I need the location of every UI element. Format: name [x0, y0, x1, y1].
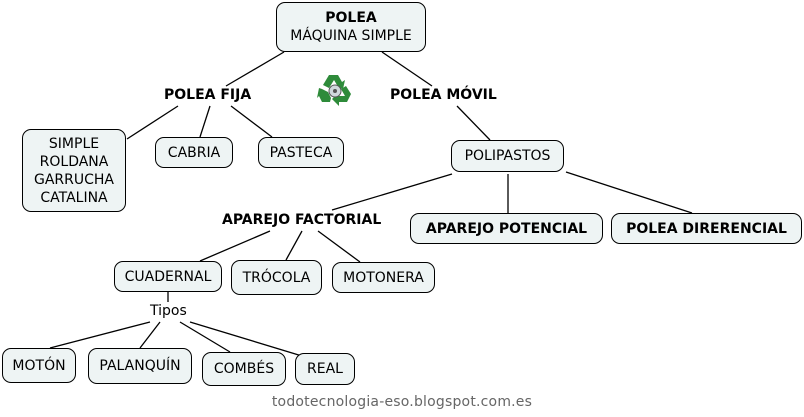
real-node[interactable]: REAL [295, 353, 355, 385]
root-subtitle: MÁQUINA SIMPLE [290, 28, 412, 44]
edge-polipastos-factorial [331, 173, 453, 211]
simple-roldana-node[interactable]: SIMPLE ROLDANA GARRUCHA CATALINA [22, 129, 126, 212]
cuadernal-node[interactable]: CUADERNAL [114, 261, 222, 292]
edge-fija-pasteca [230, 105, 273, 138]
edge-tipos-palanquin [139, 321, 161, 349]
simple-line-1: SIMPLE [48, 135, 100, 152]
edge-factorial-cuadernal [199, 230, 271, 262]
cabria-node[interactable]: CABRIA [155, 137, 233, 168]
motonera-node[interactable]: MOTONERA [332, 262, 435, 293]
trocola-node[interactable]: TRÓCOLA [231, 260, 322, 295]
polea-diferencial-node[interactable]: POLEA DIRERENCIAL [611, 213, 802, 244]
polea-movil-label[interactable]: POLEA MÓVIL [388, 87, 499, 103]
moton-node[interactable]: MOTÓN [2, 348, 76, 383]
edge-tipos-real [189, 321, 303, 357]
combes-node[interactable]: COMBÉS [202, 352, 286, 386]
edge-polipastos-diferencial [565, 171, 693, 214]
recycle-icon [317, 75, 351, 106]
edge-tipos-moton [49, 321, 151, 349]
edge-tipos-combes [179, 321, 231, 353]
edge-factorial-motonera [317, 230, 361, 263]
root-title: POLEA [325, 10, 377, 26]
edge-movil-polipastos [456, 105, 491, 141]
tipos-label[interactable]: Tipos [148, 303, 189, 319]
simple-line-3: GARRUCHA [33, 171, 114, 188]
aparejo-factorial-label[interactable]: APAREJO FACTORIAL [220, 212, 384, 228]
edge-factorial-trocola [285, 230, 303, 261]
pasteca-node[interactable]: PASTECA [258, 137, 344, 168]
simple-line-2: ROLDANA [39, 153, 109, 170]
palanquin-node[interactable]: PALANQUÍN [88, 348, 192, 384]
simple-line-4: CATALINA [40, 189, 108, 206]
root-node[interactable]: POLEA MÁQUINA SIMPLE [276, 2, 426, 52]
edge-fija-cabria [199, 105, 211, 138]
edge-root-fija [225, 51, 285, 87]
footer-url[interactable]: todotecnologia-eso.blogspot.com.es [271, 394, 533, 410]
polea-fija-label[interactable]: POLEA FIJA [162, 87, 254, 103]
edge-fija-simple [126, 105, 179, 140]
edge-root-movil [381, 51, 433, 87]
aparejo-potencial-node[interactable]: APAREJO POTENCIAL [410, 213, 603, 244]
polipastos-node[interactable]: POLIPASTOS [451, 140, 564, 172]
